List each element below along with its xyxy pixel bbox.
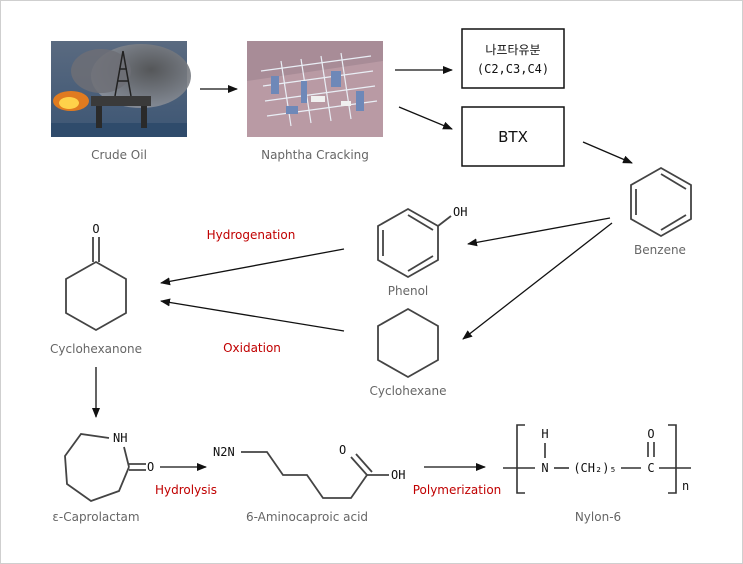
label-cyclohexanone: Cyclohexanone xyxy=(50,342,142,356)
reaction-hydrolysis: Hydrolysis xyxy=(155,483,217,497)
label-cyclohexane: Cyclohexane xyxy=(370,384,447,398)
nylon-o: O xyxy=(647,427,654,441)
naphtha-fraction-line1: 나프타유분 xyxy=(485,43,540,57)
reaction-oxidation: Oxidation xyxy=(223,341,281,355)
nylon-ch2: (CH₂)₅ xyxy=(573,461,616,475)
btx-label: BTX xyxy=(498,128,528,146)
label-phenol: Phenol xyxy=(388,284,429,298)
caprolactam-structure xyxy=(64,433,146,503)
label-nylon: Nylon-6 xyxy=(575,510,621,524)
nylon-c: C xyxy=(647,461,654,475)
arrow-benzene-to-phenol xyxy=(467,217,611,247)
nylon-structure xyxy=(503,424,691,494)
crude-oil-photo xyxy=(51,41,191,137)
arrow-phenol-to-cyclohexanone xyxy=(160,248,345,286)
phenol-structure xyxy=(377,207,452,279)
nylon-n: N xyxy=(541,461,548,475)
arrow-btx-to-benzene xyxy=(582,141,633,164)
label-caprolactam: ε-Caprolactam xyxy=(52,510,139,524)
btx-box xyxy=(461,106,565,167)
label-aminocaproic: 6-Aminocaproic acid xyxy=(246,510,368,524)
naphtha-fraction-line2: (C2,C3,C4) xyxy=(477,62,549,76)
aminocaproic-oh: OH xyxy=(391,468,405,482)
nylon-h: H xyxy=(541,427,548,441)
aminocaproic-o: O xyxy=(339,443,346,457)
aminocaproic-chain xyxy=(241,451,368,499)
phenol-oh: OH xyxy=(453,205,467,219)
naphtha-fraction-box xyxy=(461,28,565,89)
cyclohexanone-o: O xyxy=(92,222,99,236)
label-naphtha-cracking: Naphtha Cracking xyxy=(261,148,369,162)
caprolactam-o: O xyxy=(147,460,154,474)
arrow-benzene-to-cyclohexane xyxy=(462,222,613,340)
cyclohexanone-structure xyxy=(65,237,127,332)
cyclohexane-structure xyxy=(377,307,439,379)
benzene-structure xyxy=(630,166,692,238)
aminocaproic-n2n: N2N xyxy=(213,445,235,459)
arrow-to-btx xyxy=(398,106,453,130)
naphtha-cracking-photo xyxy=(247,41,383,137)
label-crude-oil: Crude Oil xyxy=(91,148,147,162)
label-benzene: Benzene xyxy=(634,243,686,257)
nylon-n-subscript: n xyxy=(682,479,689,493)
reaction-hydrogenation: Hydrogenation xyxy=(207,228,296,242)
caprolactam-nh: NH xyxy=(113,431,127,445)
reaction-polymerization: Polymerization xyxy=(413,483,502,497)
arrow-cyclohexane-to-cyclohexanone xyxy=(160,298,345,332)
